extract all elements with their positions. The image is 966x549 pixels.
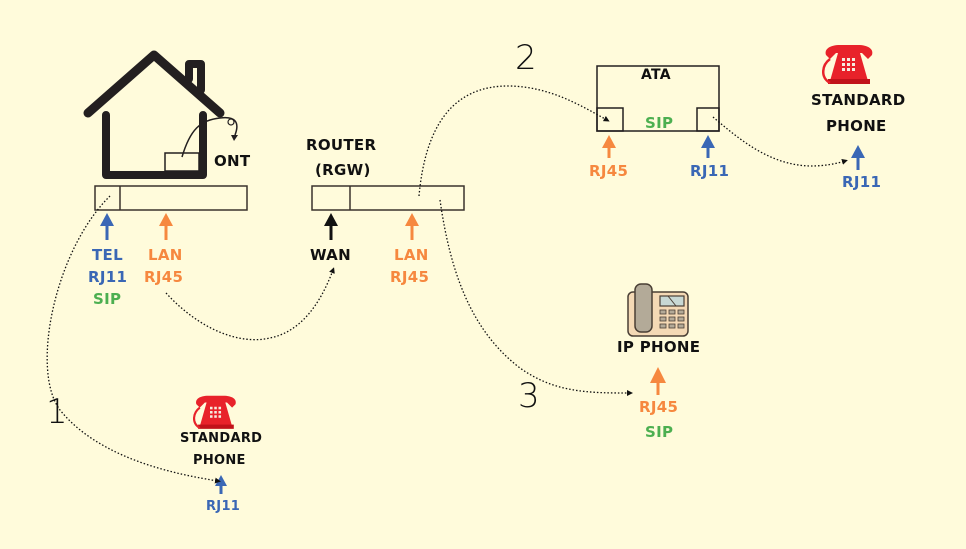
ont-tel-sip-label: SIP (93, 290, 122, 308)
red-rotary-phone-icon (193, 395, 236, 429)
connection-ont-lan-to-router-wan (165, 267, 335, 341)
router-port-strip (311, 185, 465, 211)
ip-phone-sip-label: SIP (645, 423, 674, 441)
arrow-ata-rj45 (602, 135, 616, 158)
router-wan-label: WAN (310, 246, 351, 264)
standard-phone-top-label-2: PHONE (826, 117, 887, 135)
ont-lan-rj45-label: RJ45 (144, 268, 184, 286)
arrow-ont-lan (159, 213, 173, 240)
router-label: ROUTER (306, 136, 377, 154)
connection-number-2: 2 (515, 38, 537, 78)
standard-phone-bottom-label-2: PHONE (193, 453, 246, 468)
ont-label: ONT (214, 152, 251, 170)
router-rgw-label: (RGW) (315, 161, 371, 179)
ont-port-strip (94, 185, 248, 211)
connection-3-router-to-ip-phone (439, 199, 633, 396)
connection-number-3: 3 (518, 376, 540, 416)
ata-box (596, 65, 720, 132)
arrow-router-lan (405, 213, 419, 240)
ont-tel-rj11-label: RJ11 (88, 268, 128, 286)
connection-number-1: 1 (46, 392, 68, 432)
router-lan-rj45-label: RJ45 (390, 268, 430, 286)
connection-1-ont-to-phone (46, 195, 221, 484)
desk-ip-phone-icon (627, 283, 689, 337)
standard-phone-top-label: STANDARD (811, 91, 906, 109)
connection-2-router-to-ata (418, 85, 610, 197)
ata-label: ATA (641, 67, 671, 83)
arrow-ata-rj11 (701, 135, 715, 158)
standard-phone-top-rj11-label: RJ11 (842, 173, 882, 191)
standard-phone-bottom-label: STANDARD (180, 431, 263, 446)
connection-ata-to-phone (712, 116, 848, 167)
arrow-phone-top-rj11 (851, 145, 865, 170)
arrow-ip-phone-rj45 (650, 367, 666, 395)
arrow-router-wan (324, 213, 338, 240)
house-icon (83, 50, 225, 179)
arrow-phone-bottom-rj11 (215, 475, 227, 494)
arrow-ont-tel (100, 213, 114, 240)
red-rotary-phone-icon (822, 45, 873, 85)
ip-phone-label: IP PHONE (617, 338, 701, 356)
router-lan-label: LAN (394, 246, 429, 264)
ata-rj11-label: RJ11 (690, 162, 730, 180)
ont-tel-label: TEL (92, 246, 123, 264)
ata-sip-label: SIP (645, 114, 674, 132)
ata-rj45-label: RJ45 (589, 162, 629, 180)
ont-device-icon (164, 116, 238, 172)
ont-lan-label: LAN (148, 246, 183, 264)
standard-phone-bottom-rj11-label: RJ11 (206, 499, 241, 514)
ip-phone-rj45-label: RJ45 (639, 398, 679, 416)
